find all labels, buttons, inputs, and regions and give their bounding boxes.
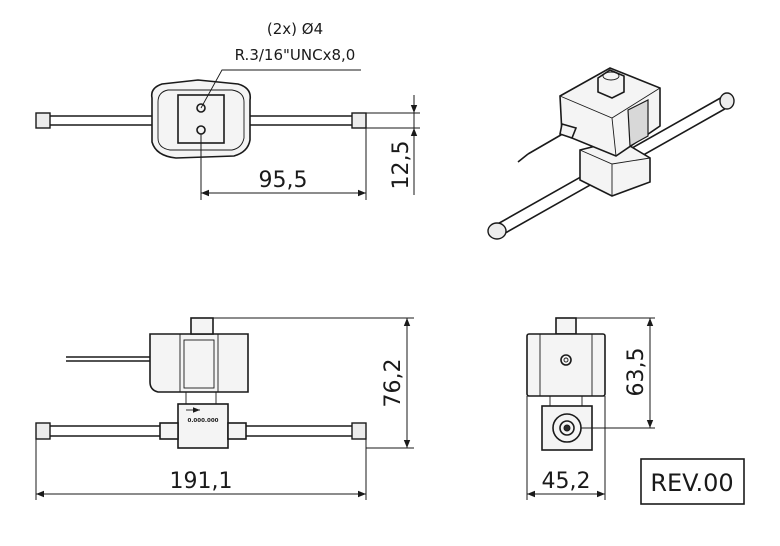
hole-note-leader [200, 69, 361, 109]
iso-pipe-end-left [487, 222, 507, 240]
front-top-nut [190, 317, 214, 335]
top-left-pipe [50, 115, 160, 126]
iso-pipe-end-right [719, 92, 735, 110]
isometric-view [487, 67, 735, 240]
top-left-pipe-end [35, 112, 51, 129]
side-screw [560, 354, 572, 366]
hole-note-line1: (2x) Ø4 [267, 20, 323, 38]
iso-wire [527, 131, 567, 155]
dim-top-height: 12,5 [389, 141, 414, 190]
front-valve-body [177, 403, 229, 449]
front-left-pipe-end [35, 422, 51, 440]
top-right-pipe [240, 115, 352, 126]
body-marking: 0.000.000 [188, 418, 219, 424]
front-coil-housing [149, 333, 249, 393]
dim-top-width: 95,5 [259, 168, 308, 193]
dim-front-width: 191,1 [170, 469, 233, 494]
front-wire [66, 356, 152, 362]
side-top-nut [555, 317, 577, 335]
top-right-pipe-end [351, 112, 367, 129]
dim-side-width: 45,2 [542, 469, 591, 494]
revision-label: REV.00 [650, 469, 733, 497]
hole-note-line2: R.3/16"UNCx8,0 [235, 46, 356, 64]
top-view: (2x) Ø4 R.3/16"UNCx8,0 95,5 12,5 [35, 20, 420, 200]
iso-top-nut [597, 69, 625, 99]
dim-side-height: 63,5 [624, 348, 649, 397]
front-view: 0.000.000 76,2 191,1 [35, 317, 414, 500]
revision-box: REV.00 [640, 458, 745, 505]
dim-front-height: 76,2 [381, 359, 406, 408]
side-view: 63,5 45,2 [526, 317, 655, 500]
mount-hole-upper [196, 103, 206, 113]
front-right-pipe-end [351, 422, 367, 440]
